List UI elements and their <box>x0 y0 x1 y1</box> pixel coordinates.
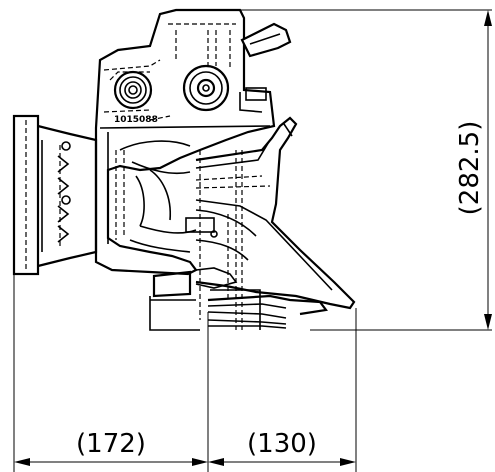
release-handle <box>240 22 292 58</box>
dimension-left-width-label: (172) <box>76 429 146 459</box>
round-indicator-right <box>182 64 230 112</box>
coupling-pin <box>149 150 328 331</box>
round-indicator-left <box>109 70 153 110</box>
coupling-body <box>94 8 276 276</box>
dimension-height-label: (282.5) <box>455 121 485 216</box>
coupling-jaw <box>131 116 356 310</box>
dimension-right-width-label: (130) <box>247 429 317 459</box>
part-marking: 1015088 <box>114 115 158 125</box>
mounting-flange <box>12 114 98 276</box>
dimension-lines <box>13 9 492 472</box>
